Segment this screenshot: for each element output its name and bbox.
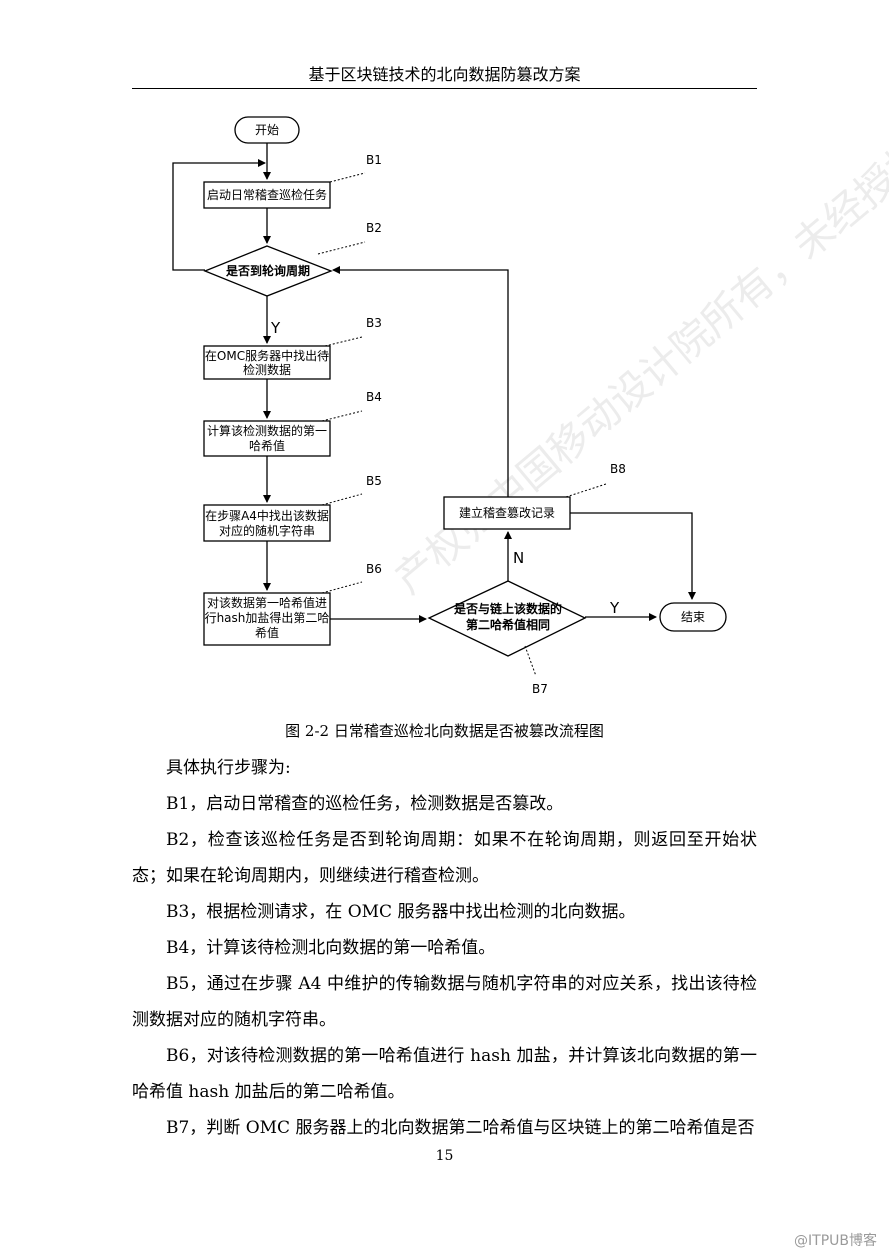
para-b6: B6，对该待检测数据的第一哈希值进行 hash 加盐，并计算该北向数据的第一哈希… <box>132 1046 757 1102</box>
body-text: 具体执行步骤为: B1，启动日常稽查的巡检任务，检测数据是否篡改。 B2，检查该… <box>132 750 757 1146</box>
label-b2: B2 <box>366 221 382 235</box>
para-b5: B5，通过在步骤 A4 中维护的传输数据与随机字符串的对应关系，找出该待检测数据… <box>132 974 757 1030</box>
b3-box <box>203 345 331 380</box>
para-b7: B7，判断 OMC 服务器上的北向数据第二哈希值与区块链上的第二哈希值是否 <box>166 1118 755 1138</box>
b3-text-0: 在OMC服务器中找出待 <box>205 348 329 363</box>
end-label: 结束 <box>681 610 705 624</box>
site-badge: @ITPUB博客 <box>794 1233 877 1249</box>
para-b3: B3，根据检测请求，在 OMC 服务器中找出检测的北向数据。 <box>166 902 636 922</box>
label-b4: B4 <box>366 390 382 404</box>
no-label-b7: N <box>513 549 524 567</box>
b6-text-0: 对该数据第一哈希值进 <box>207 595 327 610</box>
b8-text-0: 建立稽查篡改记录 <box>459 505 555 520</box>
para-b1: B1，启动日常稽查的巡检任务，检测数据是否篡改。 <box>166 794 564 814</box>
b5-box <box>203 504 331 542</box>
label-b8: B8 <box>610 462 626 476</box>
b5-text-1: 对应的随机字符串 <box>219 523 315 538</box>
b6-text-2: 希值 <box>255 625 279 640</box>
para-b2: B2，检查该巡检任务是否到轮询周期：如果不在轮询周期，则返回至开始状态；如果在轮… <box>132 830 757 886</box>
page-number: 15 <box>435 1148 454 1164</box>
flowchart: 开始 结束 启动日常稽查巡检任务 是否到轮询周期 在OMC服务器中找出待 检测数… <box>172 116 727 696</box>
b3-text-1: 检测数据 <box>243 362 291 377</box>
label-b6: B6 <box>366 562 382 576</box>
para-b4: B4，计算该待检测北向数据的第一哈希值。 <box>166 938 496 958</box>
label-b7: B7 <box>532 682 548 696</box>
page-header: 基于区块链技术的北向数据防篡改方案 <box>132 62 757 89</box>
b7-decision <box>427 580 587 657</box>
b2-text-0: 是否到轮询周期 <box>225 263 310 278</box>
label-b1: B1 <box>366 153 382 167</box>
b7-text-0: 是否与链上该数据的 <box>453 601 562 616</box>
b4-text-1: 哈希值 <box>249 438 285 453</box>
end-terminal <box>659 602 727 632</box>
yes-label-b7: Y <box>609 599 620 617</box>
b8-box <box>443 496 571 530</box>
figure-caption: 图 2-2 日常稽查巡检北向数据是否被篡改流程图 <box>285 722 604 740</box>
b5-text-0: 在步骤A4中找出该数据 <box>205 508 329 523</box>
yes-label-b2: Y <box>270 319 281 337</box>
para-intro: 具体执行步骤为: <box>166 758 291 778</box>
b1-text-0: 启动日常稽查巡检任务 <box>207 187 327 202</box>
label-b5: B5 <box>366 474 382 488</box>
b6-text-1: 行hash加盐得出第二哈 <box>205 610 330 625</box>
b7-text-1: 第二哈希值相同 <box>466 617 550 632</box>
start-label: 开始 <box>255 123 279 137</box>
b4-text-0: 计算该检测数据的第一 <box>207 423 327 438</box>
b4-box <box>203 420 331 457</box>
b6-box <box>203 592 331 646</box>
label-b3: B3 <box>366 316 382 330</box>
